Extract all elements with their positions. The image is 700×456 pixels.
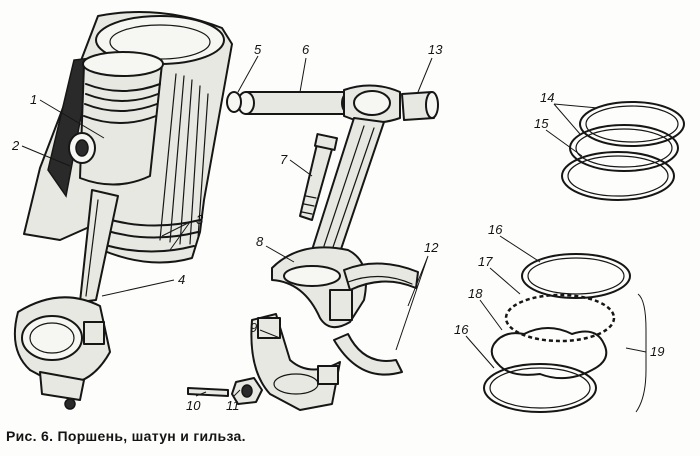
label-12: 12	[424, 240, 439, 255]
oil-ring-set-drawing	[483, 253, 647, 413]
connecting-rod-assembled-drawing	[13, 189, 119, 410]
label-1: 1	[30, 92, 37, 107]
part-number-labels: 1 2 3 4 5 6 7 8 9 10 11 12 13 14 15 16 1…	[11, 42, 664, 413]
label-16-lower: 16	[454, 322, 469, 337]
label-3: 3	[196, 212, 204, 227]
label-17: 17	[478, 254, 493, 269]
label-2: 2	[11, 138, 20, 153]
cap-bolt-and-nut-drawing	[187, 377, 263, 405]
bearing-shells-drawing	[333, 262, 419, 376]
label-4: 4	[178, 272, 185, 287]
compression-rings-drawing	[561, 101, 685, 201]
lock-ring-shape	[226, 91, 242, 113]
label-8: 8	[256, 234, 264, 249]
label-5: 5	[254, 42, 262, 57]
rod-cap-drawing	[250, 313, 341, 411]
connecting-rod-drawing	[271, 84, 439, 329]
piston-drawing	[68, 51, 164, 186]
piston-pin-drawing	[226, 91, 359, 115]
label-14: 14	[540, 90, 554, 105]
label-15: 15	[534, 116, 549, 131]
rod-bolt-drawing	[299, 133, 339, 221]
label-16-upper: 16	[488, 222, 503, 237]
figure-caption: Рис. 6. Поршень, шатун и гильза.	[6, 428, 246, 444]
label-19: 19	[650, 344, 664, 359]
label-13: 13	[428, 42, 443, 57]
leader-lines	[21, 55, 647, 397]
label-7: 7	[280, 152, 288, 167]
label-6: 6	[302, 42, 310, 57]
label-10: 10	[186, 398, 201, 413]
label-11: 11	[226, 398, 240, 413]
label-18: 18	[468, 286, 483, 301]
label-9: 9	[250, 320, 257, 335]
